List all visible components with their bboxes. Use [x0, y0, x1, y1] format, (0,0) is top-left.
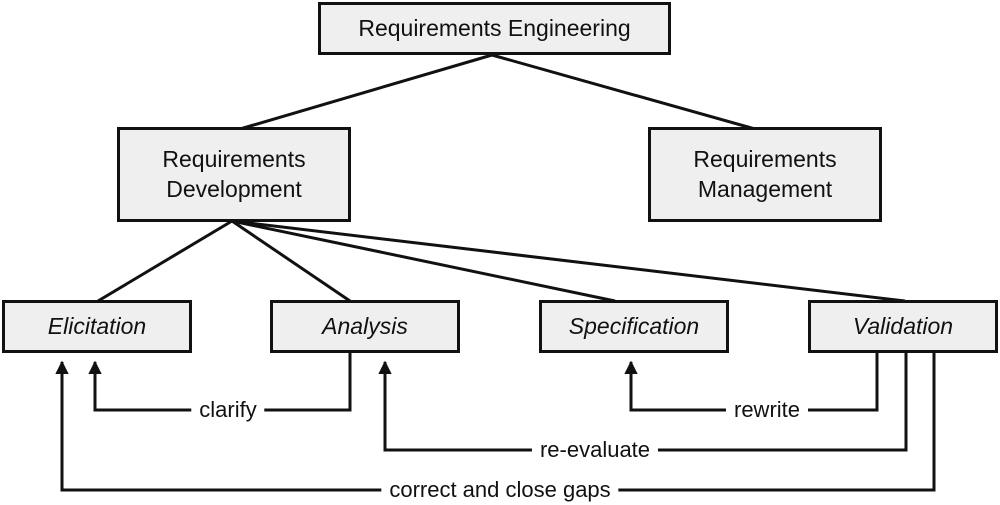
node-label: Requirements Engineering: [358, 14, 631, 41]
node-label-line2: Development: [166, 175, 302, 202]
node-label: Specification: [568, 312, 700, 339]
node-label-line1: Requirements: [693, 145, 837, 172]
node-requirements-development: Requirements Development: [117, 127, 351, 222]
feedback-correct-line: [55, 352, 936, 492]
node-label-line1: Requirements: [162, 145, 306, 172]
node-specification: Specification: [539, 300, 729, 353]
node-label: Validation: [852, 312, 954, 339]
edge-development-elicitation: [97, 219, 233, 303]
node-elicitation: Elicitation: [2, 300, 192, 353]
node-label: Analysis: [322, 312, 408, 339]
feedback-label-rewrite: rewrite: [725, 399, 809, 421]
node-label-line2: Management: [697, 175, 833, 202]
edge-development-validation: [231, 219, 906, 303]
feedback-label-correct: correct and close gaps: [381, 479, 619, 501]
feedback-label-clarify: clarify: [191, 399, 265, 421]
edge-root-development: [239, 53, 493, 131]
edge-development-specification: [231, 219, 616, 303]
node-validation: Validation: [808, 300, 998, 353]
node-requirements-management: Requirements Management: [648, 127, 882, 222]
node-label: Elicitation: [47, 312, 147, 339]
node-requirements-engineering: Requirements Engineering: [318, 2, 671, 55]
feedback-label-reevaluate: re-evaluate: [531, 439, 659, 461]
node-analysis: Analysis: [270, 300, 460, 353]
feedback-reevaluate-line: [378, 352, 908, 452]
edge-root-management: [491, 53, 756, 131]
edge-development-analysis: [231, 219, 351, 303]
